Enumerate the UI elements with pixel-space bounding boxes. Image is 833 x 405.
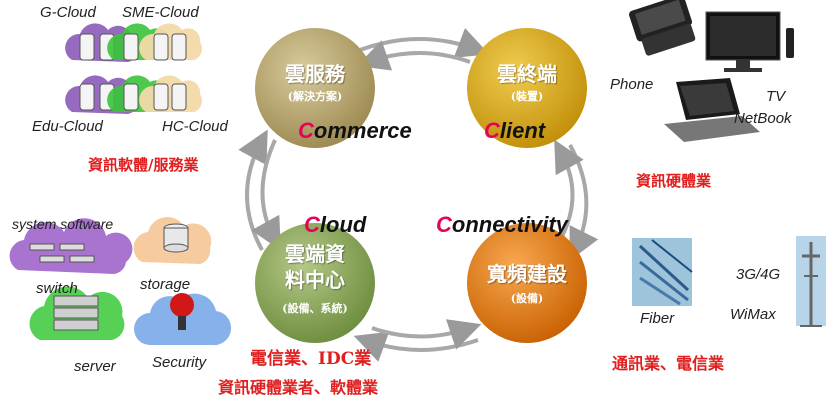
- device-icons: [629, 0, 794, 142]
- client-circle-title: 雲終端: [497, 62, 557, 86]
- software-service-industry-label: 資訊軟體/服務業: [88, 156, 199, 174]
- connectivity-keyword: Connectivity: [436, 212, 568, 238]
- cloud-circle: [255, 223, 375, 343]
- client-keyword-initial: C: [484, 118, 500, 143]
- phone-device: [629, 0, 696, 56]
- netbook-label: NetBook: [734, 110, 792, 127]
- commerce-keyword: Commerce: [298, 118, 412, 144]
- network-icons: [632, 236, 826, 327]
- commerce-circle-subtitle: (解決方案): [287, 90, 343, 103]
- phone-label: Phone: [610, 76, 654, 93]
- arrow-commerce-to-cloud: [251, 139, 281, 251]
- cloud-circle-title-line1: 雲端資: [285, 242, 345, 266]
- commerce-keyword-rest: ommerce: [313, 118, 412, 143]
- arrow-connectivity-to-cloud: [353, 331, 479, 362]
- fiber-image: [632, 238, 693, 306]
- arrow-client-to-commerce: [356, 40, 471, 71]
- hc-cloud-label: HC-Cloud: [162, 118, 228, 135]
- storage-label: storage: [140, 276, 191, 293]
- arrow-commerce-to-client: [359, 27, 490, 58]
- switch-label: switch: [36, 280, 78, 297]
- cloud-keyword-rest: loud: [319, 212, 367, 237]
- security-label: Security: [152, 354, 207, 371]
- hardware-software-industry-label: 資訊硬體業者、軟體業: [218, 378, 379, 397]
- connectivity-keyword-rest: onnectivity: [451, 212, 569, 237]
- arrow-cloud-to-commerce: [238, 129, 268, 251]
- infrastructure-icons: [9, 217, 232, 346]
- fiber-label: Fiber: [640, 310, 675, 327]
- client-circle-subtitle: (裝置): [510, 90, 544, 103]
- cloud-server-icons: [65, 23, 203, 114]
- sme-cloud-label: SME-Cloud: [122, 4, 199, 21]
- g-cloud-label: G-Cloud: [40, 4, 96, 21]
- wimax-label: WiMax: [730, 306, 776, 323]
- cycle-arrows: [238, 27, 599, 362]
- cloud-keyword-initial: C: [304, 212, 320, 237]
- commerce-circle: [255, 28, 375, 148]
- client-keyword: Client: [484, 118, 545, 144]
- cloud-circle-subtitle: (設備、系統): [282, 302, 348, 315]
- cloud-keyword: Cloud: [304, 212, 366, 238]
- 3g-4g-label: 3G/4G: [736, 266, 781, 283]
- edu-cloud-label: Edu-Cloud: [32, 118, 103, 135]
- hardware-industry-label: 資訊硬體業: [636, 172, 712, 190]
- client-circle: [467, 28, 587, 148]
- tv-device: [705, 11, 794, 72]
- comm-telecom-industry-label: 通訊業、電信業: [612, 354, 725, 373]
- connectivity-circle-title: 寬頻建設: [487, 262, 567, 286]
- tower-image: [796, 236, 826, 327]
- server-label: server: [74, 358, 116, 375]
- connectivity-circle: [467, 223, 587, 343]
- commerce-keyword-initial: C: [298, 118, 314, 143]
- system-software-label: system software: [12, 216, 114, 232]
- cloud-circle-title-line2: 料中心: [285, 268, 345, 292]
- arrow-cloud-to-connectivity: [371, 319, 482, 350]
- connectivity-circle-subtitle: (設備): [510, 292, 544, 305]
- netbook-device: [664, 78, 760, 142]
- arrow-connectivity-to-client: [554, 139, 584, 241]
- tv-label: TV: [766, 88, 786, 105]
- telecom-idc-industry-label: 電信業、IDC業: [250, 349, 372, 369]
- commerce-circle-title: 雲服務: [285, 62, 345, 86]
- connectivity-keyword-initial: C: [436, 212, 452, 237]
- client-keyword-rest: lient: [499, 118, 546, 143]
